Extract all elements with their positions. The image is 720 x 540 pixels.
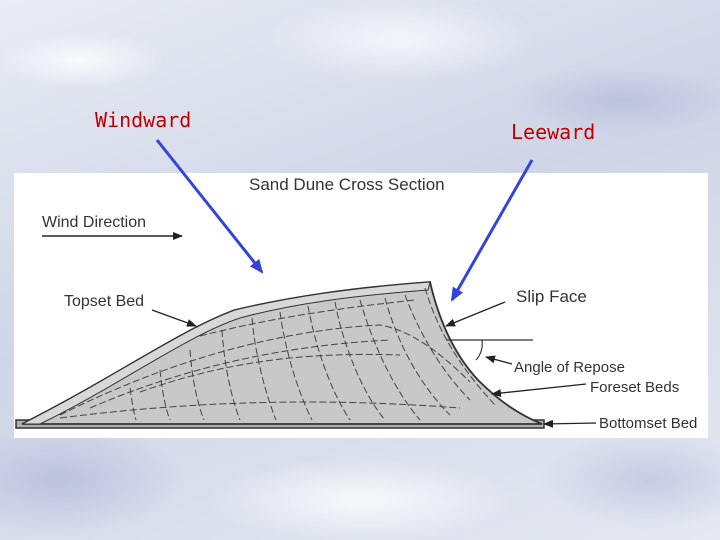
topset-bed-label: Topset Bed (64, 293, 144, 310)
angle-leader-arrow (485, 355, 513, 365)
diagram-title: Sand Dune Cross Section (249, 175, 445, 194)
foreset-leader-arrow (491, 383, 587, 398)
topset-leader-arrow (151, 309, 197, 327)
angle-arc (475, 339, 483, 361)
foreset-beds-label: Foreset Beds (590, 379, 679, 396)
angle-of-repose-label: Angle of Repose (514, 359, 625, 376)
windward-label: Windward (95, 108, 192, 132)
foreset-lamination (59, 287, 496, 421)
topset-bed-layer (21, 281, 431, 425)
leeward-pointer-arrow (450, 159, 534, 302)
slip-face-label: Slip Face (516, 287, 587, 306)
bottomset-leader-arrow (543, 419, 597, 428)
bottomset-bed-label: Bottomset Bed (599, 415, 697, 432)
windward-pointer-arrow (155, 139, 264, 274)
leeward-label: Leeward (511, 120, 596, 144)
slip-face-leader-arrow (445, 301, 506, 327)
wind-direction-label: Wind Direction (42, 214, 146, 231)
